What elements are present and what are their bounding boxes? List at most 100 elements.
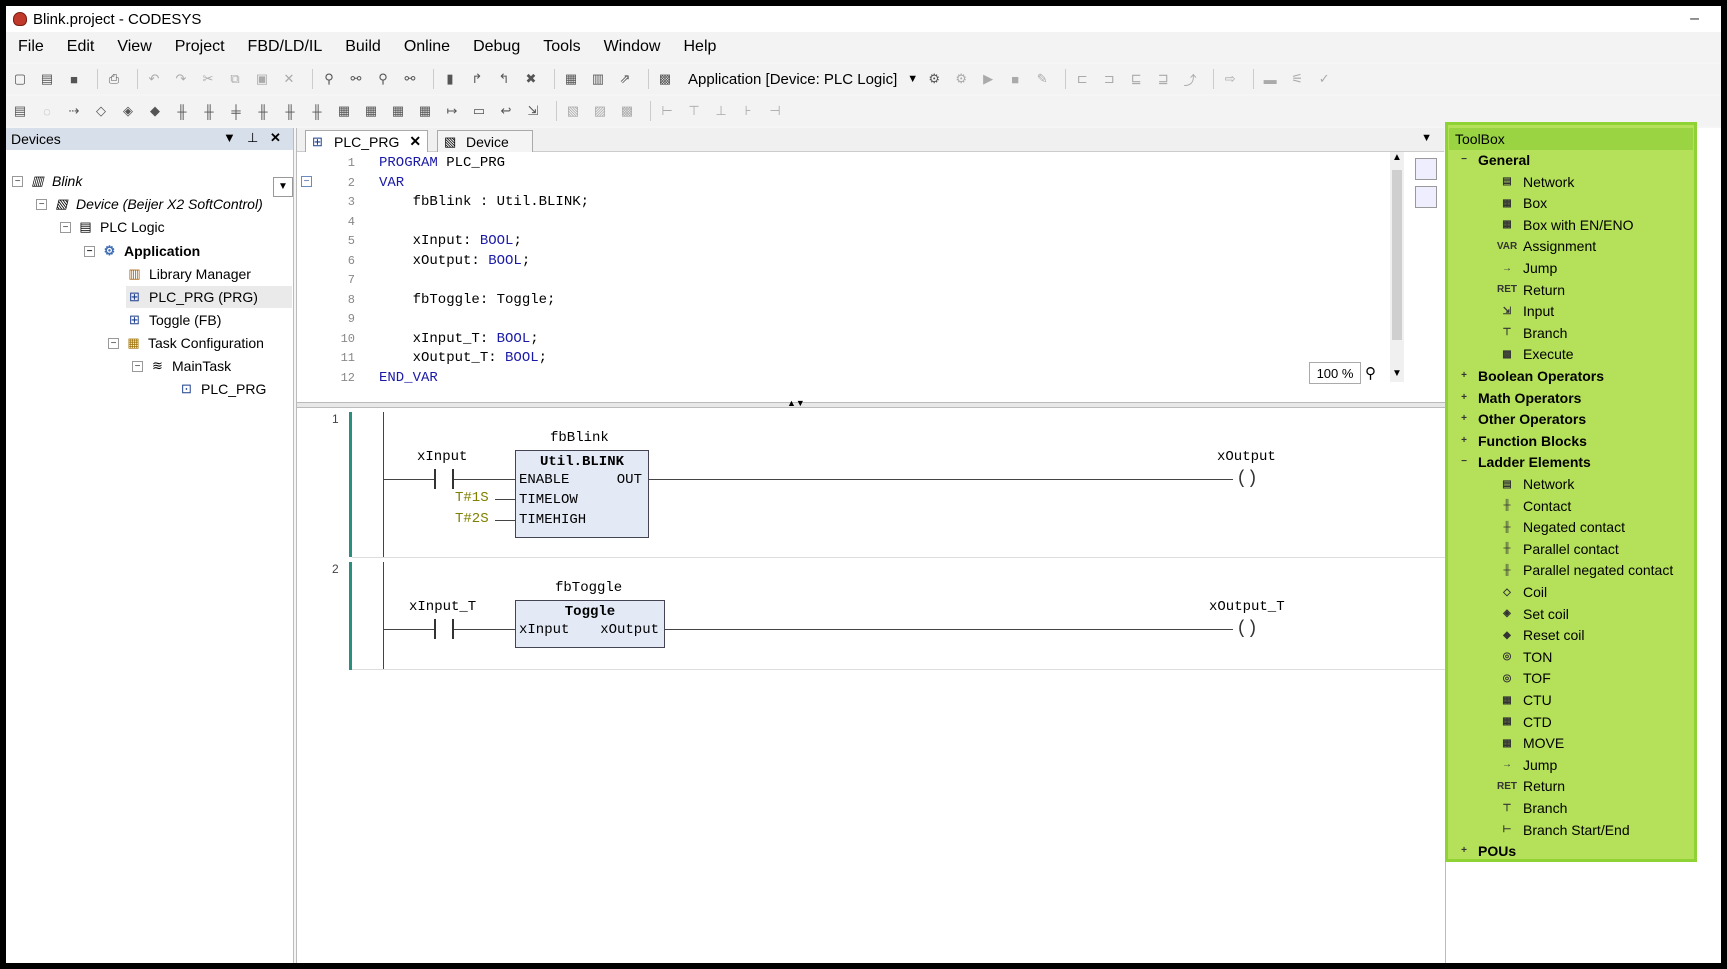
menu-help[interactable]: Help [683,38,717,55]
insert-box-icon[interactable]: ▦ [337,103,351,118]
toolbox-item-jump[interactable]: →Jump [1497,257,1557,279]
toolbox-item-contact[interactable]: ╫Contact [1497,495,1571,517]
toolbox-item-box[interactable]: ▦Box [1497,192,1547,214]
login-icon[interactable]: ⚙ [928,71,940,86]
toolbox-item-parallel-contact[interactable]: ╫Parallel contact [1497,538,1618,560]
code-line[interactable]: xInput_T: BOOL; [379,330,539,347]
menu-tools[interactable]: Tools [543,38,581,55]
code-line[interactable]: END_VAR [379,369,438,386]
scroll-down-icon[interactable]: ▼ [1392,368,1402,379]
menu-project[interactable]: Project [174,38,225,55]
code-line[interactable]: xOutput_T: BOOL; [379,350,548,366]
insert-box-input-icon[interactable]: ▭ [472,103,486,118]
insert-return-icon[interactable]: ↩ [500,103,512,118]
scroll-up-icon[interactable]: ▲ [1392,152,1402,163]
filter-icon[interactable]: ⚟ [1291,71,1303,86]
toolbox-item-ton[interactable]: ◎TON [1497,646,1553,668]
code-line[interactable]: PROGRAM PLC_PRG [379,155,506,171]
code-line[interactable]: VAR [379,174,405,191]
expand-icon[interactable]: + [1461,413,1467,425]
menu-file[interactable]: File [18,38,44,55]
insert-reset-coil-icon[interactable]: ◆ [150,103,160,118]
toolbox-item-network[interactable]: ▤Network [1497,473,1574,495]
bookmark-icon[interactable]: ▮ [446,71,454,86]
expand-icon[interactable]: + [1461,845,1467,857]
expand-icon[interactable]: + [1461,434,1467,446]
collapse-icon[interactable]: − [1461,154,1467,165]
close-icon[interactable]: ✕ [270,130,281,145]
coil-variable[interactable]: xOutput_T [1209,599,1285,615]
find-replace-icon[interactable]: ⚯ [350,71,362,86]
toggle-edge-icon[interactable]: ▨ [593,103,607,118]
tree-item-maintask[interactable]: − ≋ MainTask [132,355,231,377]
insert-parallel-contact-icon[interactable]: ╫ [258,103,268,119]
print-icon[interactable]: ⎙ [108,71,120,86]
expand-icon[interactable]: + [1461,370,1467,381]
tabular-view-icon[interactable] [1415,186,1437,208]
previous-bookmark-icon[interactable]: ↰ [498,71,510,86]
menu-online[interactable]: Online [403,38,451,55]
insert-parallel-negated-contact-icon[interactable]: ╫ [285,103,295,119]
contact[interactable] [434,469,454,489]
menu-debug[interactable]: Debug [473,38,521,55]
new-project-icon[interactable]: ▢ [13,71,27,86]
tab-device[interactable]: ▧ Device [437,130,533,152]
constant-value[interactable]: T#1S [455,490,489,506]
toggle-negation-icon[interactable]: ▧ [566,103,580,118]
insert-coil-icon[interactable]: ◇ [96,103,106,118]
toolbox-item-coil[interactable]: ◇Coil [1497,581,1547,603]
collapse-icon[interactable]: − [12,175,23,187]
set-branch-end-icon[interactable]: ⊣ [769,103,781,118]
textual-view-icon[interactable] [1415,158,1437,180]
copy-icon[interactable]: ⧉ [230,71,240,86]
toolbox-item-execute[interactable]: ▩Execute [1497,343,1573,365]
write-values-icon[interactable]: ⇨ [1224,71,1236,86]
toolbox-item-set-coil[interactable]: ◈Set coil [1497,603,1569,625]
step-into-icon[interactable]: ⊑ [1130,71,1142,86]
expand-icon[interactable]: + [1461,391,1467,403]
insert-network-icon[interactable]: ▤ [13,103,27,118]
menu-edit[interactable]: Edit [66,38,95,55]
toolbox-group-general[interactable]: −General [1459,149,1530,171]
next-bookmark-icon[interactable]: ↱ [471,71,483,86]
toolbox-item-branch-start-end[interactable]: ⊢Branch Start/End [1497,819,1630,841]
calendar-icon[interactable]: ▩ [658,71,672,86]
toolbox-item-ctu[interactable]: ▦CTU [1497,689,1552,711]
tree-item-toggle[interactable]: ⊞ Toggle (FB) [126,309,221,331]
code-line[interactable]: fbToggle: Toggle; [379,291,556,308]
insert-set-coil-icon[interactable]: ◈ [123,103,133,118]
close-tab-icon[interactable]: ✕ [409,133,422,149]
save-icon[interactable]: ■ [70,71,78,87]
insert-label-icon[interactable]: ◌ [43,103,51,119]
editor-splitter[interactable]: ▲▼ [297,398,1445,408]
insert-branch-below-icon[interactable]: ⊥ [715,103,727,118]
stop-icon[interactable]: ■ [1011,71,1020,87]
insert-branch-above-icon[interactable]: ⊤ [688,103,700,118]
tree-item-library-manager[interactable]: ▥ Library Manager [126,263,251,285]
splitter-arrows-icon[interactable]: ▲▼ [787,398,805,408]
toolbox-group-math-operators[interactable]: +Math Operators [1459,387,1581,409]
paste-icon[interactable]: ▣ [255,71,269,86]
coil-variable[interactable]: xOutput [1217,449,1276,465]
export-icon[interactable]: ⇗ [619,71,631,86]
zoom-icon[interactable]: ⚲ [1365,365,1376,382]
find-icon[interactable]: ⚲ [324,71,334,86]
toolbox-group-pous[interactable]: +POUs [1459,840,1516,862]
tree-item-device[interactable]: − ▧ Device (Beijer X2 SoftControl) [36,193,263,215]
toolbox-item-parallel-negated-contact[interactable]: ╫Parallel negated contact [1497,559,1673,581]
insert-box-eno-icon[interactable]: ▦ [418,103,432,118]
insert-jump-icon[interactable]: ↦ [446,103,458,118]
fb-instance-name[interactable]: fbBlink [550,430,609,446]
fold-marker-icon[interactable]: − [301,176,312,187]
force-values-icon[interactable]: ▬ [1263,71,1277,87]
tree-item-application[interactable]: − ⚙ Application [84,240,200,262]
fb-instance-name[interactable]: fbToggle [555,580,623,596]
set-branch-start-icon[interactable]: ⊦ [744,103,752,118]
insert-element-icon[interactable]: ▥ [591,71,605,86]
toolbox-group-function-blocks[interactable]: +Function Blocks [1459,430,1587,452]
insert-contact-right-icon[interactable]: ╪ [231,103,241,119]
menu-window[interactable]: Window [603,38,661,55]
run-to-cursor-icon[interactable]: ⤴ [1183,72,1197,88]
